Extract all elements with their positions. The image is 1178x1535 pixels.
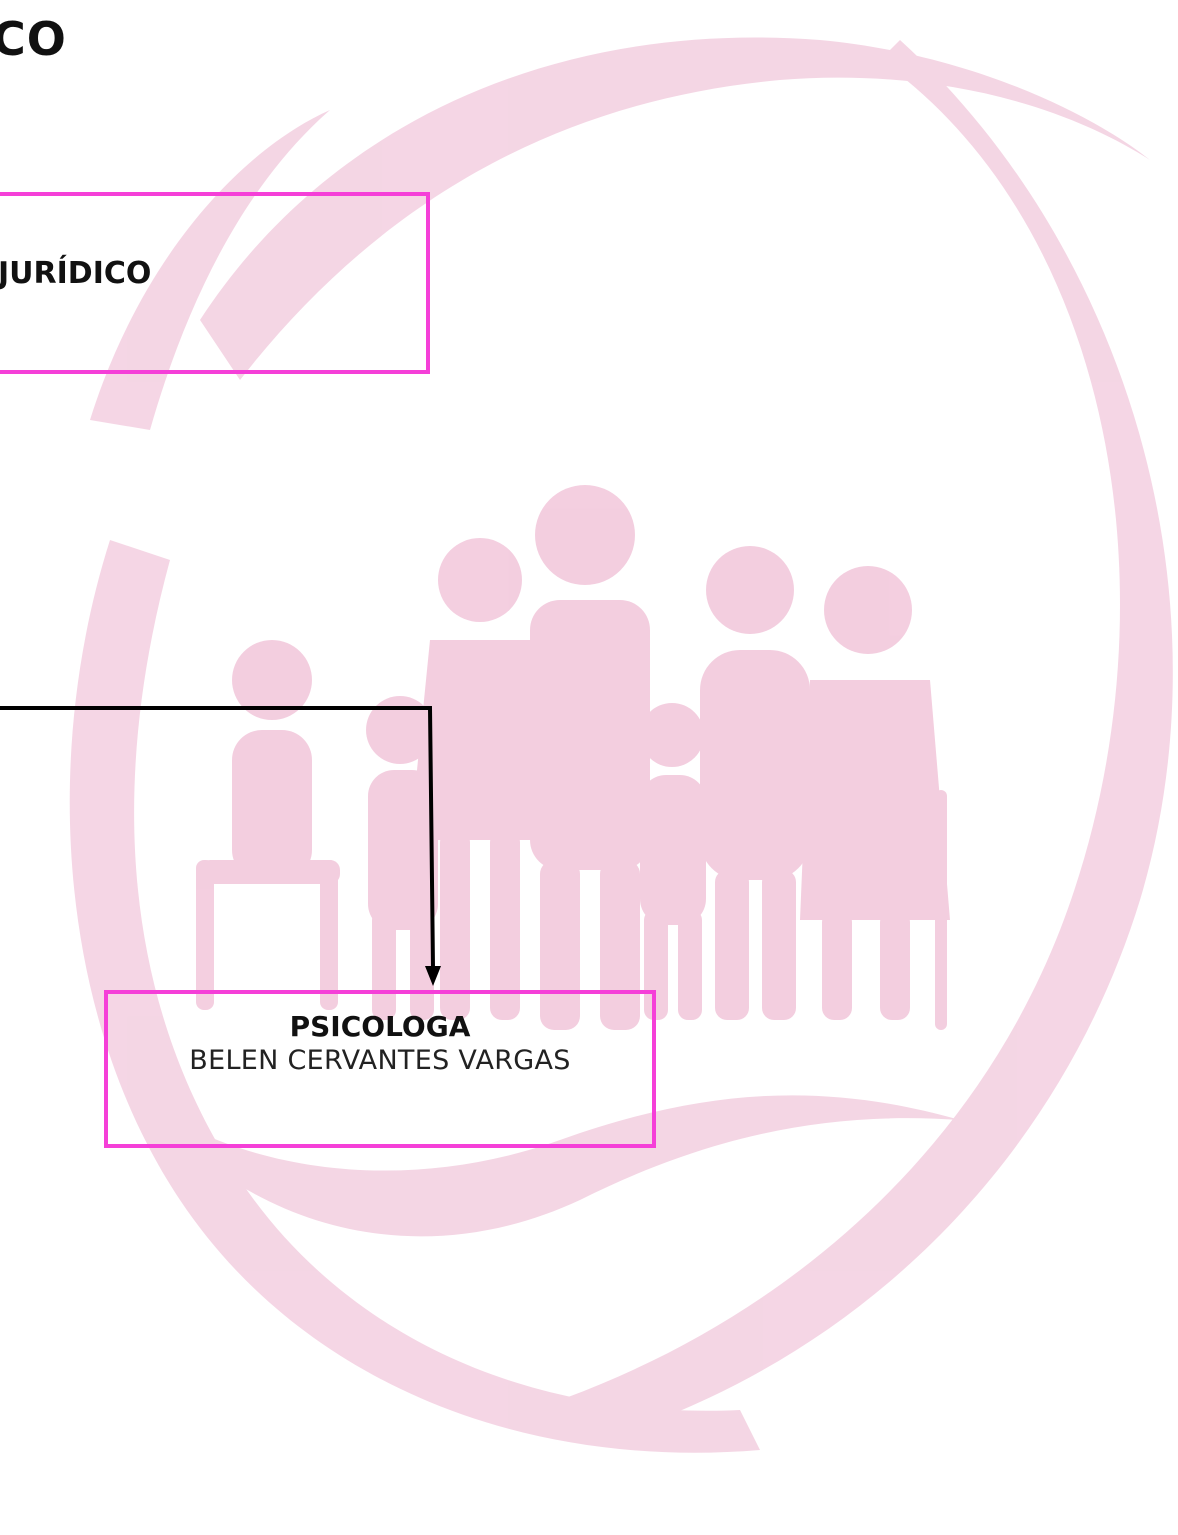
psicologa-node: PSICOLOGA BELEN CERVANTES VARGAS xyxy=(104,990,656,1148)
juridico-label: JURÍDICO xyxy=(0,256,152,291)
juridico-node: JURÍDICO xyxy=(0,192,430,374)
psicologa-title: PSICOLOGA xyxy=(289,1010,471,1043)
page-heading: CO xyxy=(0,12,67,66)
psicologa-name: BELEN CERVANTES VARGAS xyxy=(189,1045,571,1076)
